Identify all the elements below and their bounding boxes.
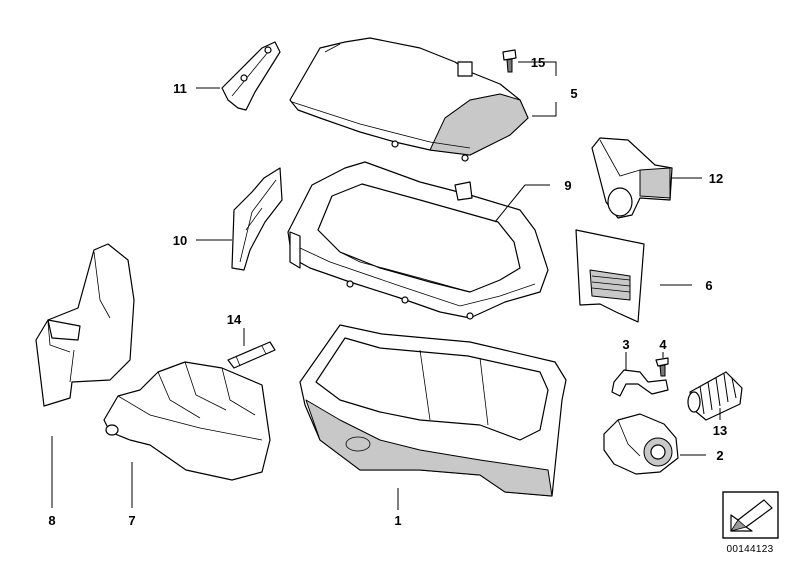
catalog-number: 00144123 xyxy=(727,544,774,555)
part-4-screw[interactable] xyxy=(655,357,669,377)
leader-lines xyxy=(51,61,721,510)
callout-13: 13 xyxy=(713,423,727,438)
callout-10: 10 xyxy=(173,233,187,248)
callout-5: 5 xyxy=(570,86,577,101)
callout-12: 12 xyxy=(709,171,723,186)
callout-7: 7 xyxy=(128,513,135,528)
part-12-intake-elbow[interactable] xyxy=(591,137,673,219)
part-9-housing-frame[interactable] xyxy=(287,161,549,320)
callout-3: 3 xyxy=(622,337,629,352)
callout-9: 9 xyxy=(564,178,571,193)
part-8-cover-panel[interactable] xyxy=(35,243,135,407)
callout-1: 1 xyxy=(394,513,401,528)
part-5-lid[interactable] xyxy=(289,37,529,162)
callout-15: 15 xyxy=(531,55,545,70)
part-1-housing-lower[interactable] xyxy=(299,324,567,497)
callout-11: 11 xyxy=(173,81,187,96)
part-10-bracket[interactable] xyxy=(231,167,283,271)
callout-labels: 1 2 3 4 5 6 7 8 9 10 11 12 13 14 15 xyxy=(48,55,727,528)
part-14-small-clip[interactable] xyxy=(227,341,276,369)
part-6-filter-element[interactable] xyxy=(575,229,645,323)
part-3-clamp[interactable] xyxy=(611,369,669,397)
part-11-clip[interactable] xyxy=(221,41,281,111)
callout-14: 14 xyxy=(227,312,242,327)
callout-2: 2 xyxy=(716,448,723,463)
part-15-screw[interactable] xyxy=(502,49,517,73)
callout-8: 8 xyxy=(48,513,55,528)
callout-6: 6 xyxy=(705,278,712,293)
folded-page-arrow-icon xyxy=(722,491,779,539)
part-13-corrugated-hose[interactable] xyxy=(687,371,743,421)
callout-4: 4 xyxy=(659,337,667,352)
part-2-sensor[interactable] xyxy=(603,413,679,475)
part-7-lower-duct[interactable] xyxy=(103,361,271,481)
